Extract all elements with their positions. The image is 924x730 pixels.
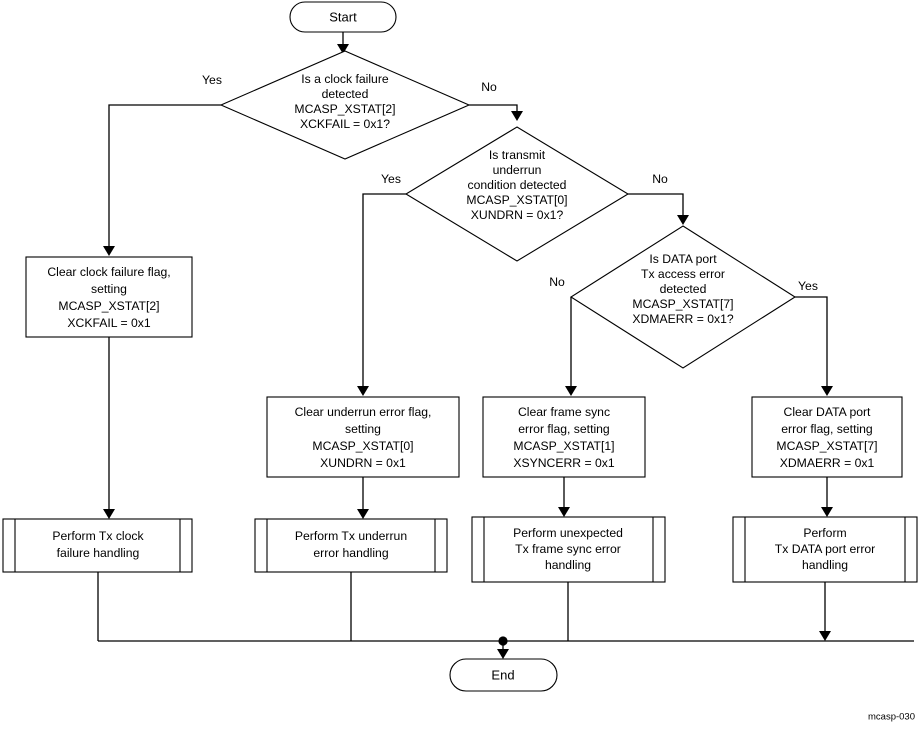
data-port-error-decision: Is DATA port Tx access error detected MC…: [569, 225, 797, 369]
perform-unexpected-frame-sync-handling-box: Perform unexpected Tx frame sync error h…: [471, 516, 666, 583]
perform-unexpected-frame-sync-line-1: Perform unexpected: [513, 526, 623, 540]
clock-failure-decision-line-1: Is a clock failure: [301, 72, 389, 86]
connector-start-to-clock-decision: [337, 32, 349, 54]
clock-failure-decision-line-4: XCKFAIL = 0x1?: [300, 117, 390, 131]
connector-clear-clock-to-perform-clock: [103, 337, 115, 519]
transmit-underrun-decision-line-4: MCASP_XSTAT[0]: [466, 193, 567, 207]
connector-clock-decision-yes: [103, 104, 221, 256]
data-port-error-no-label: No: [549, 275, 565, 289]
data-port-error-decision-line-3: detected: [660, 282, 707, 296]
perform-tx-clock-failure-line-2: failure handling: [57, 546, 140, 560]
transmit-underrun-decision-line-2: underrun: [493, 163, 542, 177]
clear-clock-failure-flag-box: Clear clock failure flag, setting MCASP_…: [25, 256, 193, 338]
connector-bottom-merge-rail: [97, 572, 914, 659]
transmit-underrun-no-label: No: [652, 172, 668, 186]
start-terminator: Start: [289, 1, 397, 33]
perform-unexpected-frame-sync-line-3: handling: [545, 558, 591, 572]
data-port-error-decision-line-1: Is DATA port: [649, 252, 717, 266]
clear-frame-sync-error-flag-line-4: XSYNCERR = 0x1: [513, 456, 614, 470]
clock-failure-decision-line-3: MCASP_XSTAT[2]: [294, 102, 395, 116]
data-port-error-decision-line-5: XDMAERR = 0x1?: [632, 312, 733, 326]
perform-tx-data-port-error-handling-box: Perform Tx DATA port error handling: [732, 516, 918, 583]
clear-data-port-error-flag-line-1: Clear DATA port: [784, 405, 872, 419]
start-terminator-label: Start: [329, 9, 357, 24]
perform-unexpected-frame-sync-line-2: Tx frame sync error: [515, 542, 621, 556]
clear-data-port-error-flag-line-2: error flag, setting: [781, 422, 872, 436]
clear-frame-sync-error-flag-box: Clear frame sync error flag, setting MCA…: [482, 396, 646, 478]
perform-tx-underrun-error-line-1: Perform Tx underrun: [295, 529, 407, 543]
connector-clock-decision-no: [469, 104, 523, 121]
figure-id-label: mcasp-030: [868, 712, 915, 723]
clear-underrun-error-flag-line-1: Clear underrun error flag,: [295, 405, 432, 419]
clear-data-port-error-flag-line-3: MCASP_XSTAT[7]: [776, 439, 877, 453]
transmit-underrun-decision: Is transmit underrun condition detected …: [404, 126, 630, 262]
clear-data-port-error-flag-line-4: XDMAERR = 0x1: [780, 456, 875, 470]
clear-frame-sync-error-flag-line-3: MCASP_XSTAT[1]: [513, 439, 614, 453]
transmit-underrun-decision-line-3: condition detected: [468, 178, 567, 192]
end-terminator: End: [449, 658, 558, 692]
clock-failure-no-label: No: [481, 80, 497, 94]
perform-tx-data-port-error-line-2: Tx DATA port error: [775, 542, 875, 556]
clear-underrun-error-flag-line-4: XUNDRN = 0x1: [320, 456, 406, 470]
perform-tx-data-port-error-line-3: handling: [802, 558, 848, 572]
clear-clock-failure-flag-line-2: setting: [91, 282, 127, 296]
end-terminator-label: End: [491, 667, 514, 682]
connector-dataport-decision-yes: [795, 296, 833, 396]
clear-data-port-error-flag-box: Clear DATA port error flag, setting MCAS…: [751, 396, 903, 478]
connector-underrun-decision-yes: [357, 193, 406, 396]
clear-underrun-error-flag-line-2: setting: [345, 422, 381, 436]
clock-failure-decision-line-2: detected: [322, 87, 369, 101]
connector-clear-underrun-to-perform-underrun: [357, 477, 369, 519]
connector-clear-dataport-to-perform-dataport: [821, 477, 833, 517]
clock-failure-decision: Is a clock failure detected MCASP_XSTAT[…: [219, 50, 471, 160]
perform-tx-clock-failure-line-1: Perform Tx clock: [52, 529, 144, 543]
connector-clear-framesync-to-perform-framesync: [558, 477, 570, 517]
transmit-underrun-decision-line-5: XUNDRN = 0x1?: [471, 208, 564, 222]
transmit-underrun-decision-line-1: Is transmit: [489, 148, 546, 162]
clear-clock-failure-flag-line-3: MCASP_XSTAT[2]: [58, 299, 159, 313]
data-port-error-decision-line-4: MCASP_XSTAT[7]: [632, 297, 733, 311]
clear-clock-failure-flag-line-1: Clear clock failure flag,: [47, 265, 170, 279]
perform-tx-underrun-error-line-2: error handling: [313, 546, 388, 560]
clear-frame-sync-error-flag-line-2: error flag, setting: [518, 422, 609, 436]
clear-underrun-error-flag-line-3: MCASP_XSTAT[0]: [312, 439, 413, 453]
connector-dataport-decision-no: [565, 297, 577, 396]
clear-clock-failure-flag-line-4: XCKFAIL = 0x1: [67, 316, 150, 330]
connector-underrun-decision-no: [628, 193, 689, 225]
perform-tx-clock-failure-handling-box: Perform Tx clock failure handling: [2, 518, 193, 573]
data-port-error-yes-label: Yes: [798, 279, 818, 293]
clock-failure-yes-label: Yes: [202, 73, 222, 87]
perform-tx-underrun-error-handling-box: Perform Tx underrun error handling: [254, 518, 448, 573]
clear-underrun-error-flag-box: Clear underrun error flag, setting MCASP…: [266, 396, 460, 478]
transmit-underrun-yes-label: Yes: [381, 172, 401, 186]
perform-tx-data-port-error-line-1: Perform: [803, 526, 846, 540]
data-port-error-decision-line-2: Tx access error: [641, 267, 725, 281]
clear-frame-sync-error-flag-line-1: Clear frame sync: [518, 405, 610, 419]
